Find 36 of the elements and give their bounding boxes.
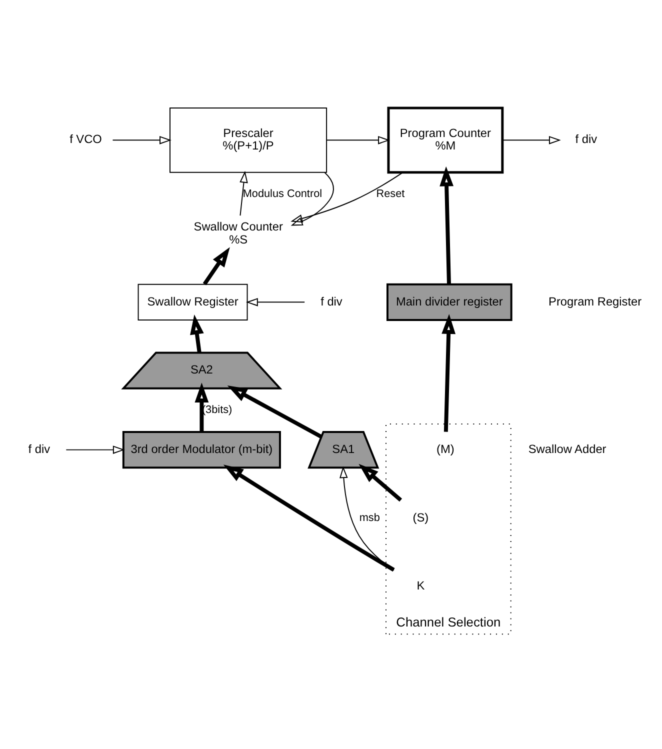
arrow	[112, 136, 172, 144]
arrow	[502, 136, 561, 144]
node-text: f div	[320, 294, 342, 308]
label: Program Register	[548, 294, 642, 308]
node-box: 3rd order Modulator (m-bit)	[122, 430, 281, 468]
label: Swallow Adder	[528, 441, 606, 456]
arrow	[190, 314, 204, 352]
node-text: K	[416, 578, 425, 592]
edge-label: msb	[359, 511, 380, 524]
node-text: Swallow Counter %S	[194, 218, 283, 246]
arrow	[340, 466, 394, 570]
arrow	[442, 314, 456, 432]
node-box: Program Counter %M	[387, 106, 504, 174]
arrow	[290, 171, 404, 222]
node-text: f div	[28, 441, 50, 456]
node-box: Prescaler %(P+1)/P	[170, 106, 328, 172]
node-text: f VCO	[70, 132, 102, 146]
arrow	[227, 385, 322, 438]
edge-label: (3bits)	[202, 403, 232, 416]
node-box: Main divider register	[386, 282, 512, 320]
node-text: f div	[575, 132, 598, 146]
node-text: (M)	[436, 441, 454, 456]
arrow	[440, 166, 454, 284]
arrow	[240, 170, 248, 216]
arrow	[326, 136, 390, 144]
edge-label: Modulus Control	[242, 187, 322, 200]
arrow	[358, 463, 402, 502]
arrow	[290, 172, 334, 226]
arrow	[246, 298, 306, 306]
arrow	[202, 246, 230, 285]
node-text: (S)	[412, 510, 429, 524]
node-box: Swallow Register	[138, 283, 248, 320]
arrow	[66, 445, 125, 454]
arrow	[223, 464, 395, 572]
arrow	[194, 382, 209, 432]
edge-label: Reset	[376, 187, 405, 200]
